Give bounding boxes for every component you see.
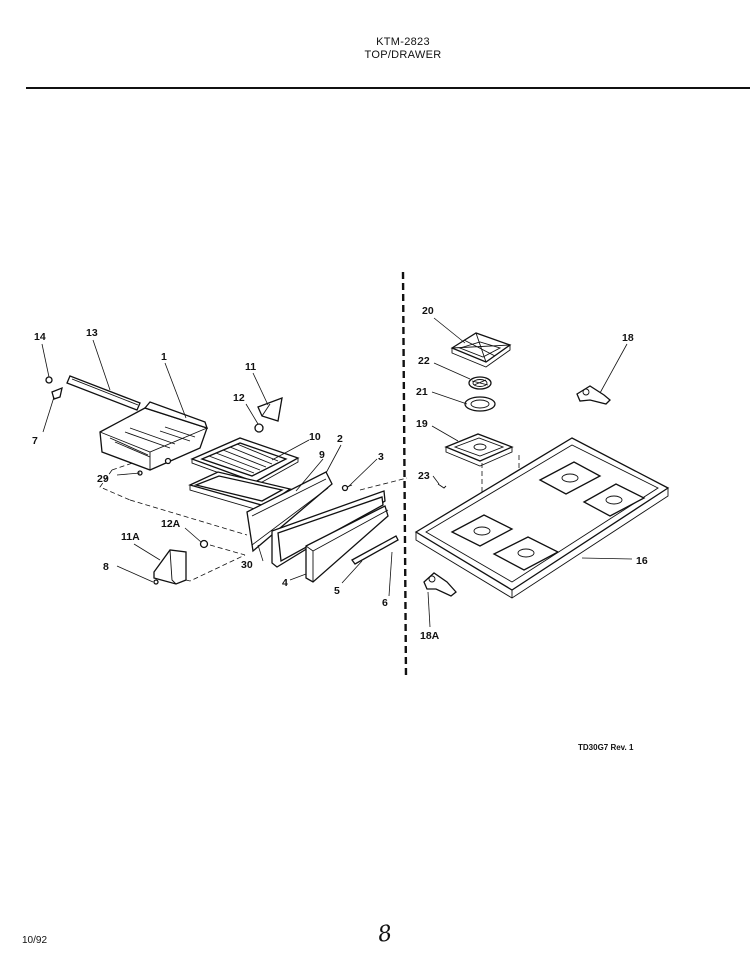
part-12-roller bbox=[254, 423, 264, 433]
callout-8: 8 bbox=[103, 561, 109, 573]
part-18-bracket bbox=[576, 385, 611, 405]
drawing-date: 10/92 bbox=[22, 935, 48, 946]
part-3-screw bbox=[341, 484, 353, 492]
header-rule bbox=[26, 87, 750, 89]
callout-1: 1 bbox=[161, 351, 167, 363]
callout-12: 12 bbox=[233, 392, 245, 404]
part-7-bracket bbox=[51, 386, 63, 400]
callout-11: 11 bbox=[245, 361, 256, 373]
part-14-clip bbox=[45, 376, 53, 384]
callout-30: 30 bbox=[241, 559, 253, 571]
section-divider bbox=[401, 271, 408, 679]
drawing-revision: TD30G7 Rev. 1 bbox=[578, 743, 634, 752]
part-30-insulation bbox=[246, 471, 333, 553]
callout-2: 2 bbox=[337, 433, 343, 445]
callout-19: 19 bbox=[416, 418, 428, 430]
callout-9: 9 bbox=[319, 449, 325, 461]
part-10-broiler-grid bbox=[190, 437, 300, 487]
callout-22: 22 bbox=[418, 355, 430, 367]
part-21-ring bbox=[464, 396, 496, 412]
callout-6: 6 bbox=[382, 597, 388, 609]
callout-18: 18 bbox=[622, 332, 634, 344]
part-11-bracket bbox=[257, 396, 283, 422]
callout-18a: 18A bbox=[420, 630, 440, 642]
part-16-cooktop bbox=[414, 437, 670, 599]
callout-11a: 11A bbox=[121, 531, 140, 543]
part-12a-roller bbox=[199, 539, 209, 549]
callout-labels: 14 13 7 1 11 12 10 2 9 3 29 12A 11A 30 8… bbox=[32, 305, 648, 642]
part-4-outer-front bbox=[305, 505, 389, 583]
part-23-screw bbox=[437, 483, 447, 489]
part-20-burner-grate bbox=[450, 332, 512, 368]
callout-7: 7 bbox=[32, 435, 38, 447]
part-19-burner-bowl bbox=[444, 433, 514, 467]
part-22-burner-cap bbox=[468, 376, 492, 390]
part-13-rail bbox=[66, 375, 141, 411]
section-title: TOP/DRAWER bbox=[364, 49, 442, 61]
part-1-drawer-body bbox=[99, 401, 209, 471]
callout-14: 14 bbox=[34, 331, 46, 343]
callout-20: 20 bbox=[422, 305, 434, 317]
callout-10: 10 bbox=[309, 431, 321, 443]
callout-4: 4 bbox=[282, 577, 288, 589]
part-6-handle bbox=[351, 535, 399, 565]
callout-12a: 12A bbox=[161, 518, 181, 530]
callout-16: 16 bbox=[636, 555, 648, 567]
callout-13: 13 bbox=[86, 327, 98, 339]
callout-21: 21 bbox=[416, 386, 428, 398]
callout-29: 29 bbox=[97, 473, 109, 485]
callout-5: 5 bbox=[334, 585, 340, 597]
part-8-screw bbox=[153, 579, 159, 585]
leader-lines bbox=[41, 317, 633, 628]
part-18a-bracket bbox=[423, 572, 457, 597]
model-number: KTM-2823 bbox=[376, 36, 430, 48]
callout-23: 23 bbox=[418, 470, 430, 482]
callout-3: 3 bbox=[378, 451, 384, 463]
part-11a-bracket bbox=[153, 549, 187, 585]
